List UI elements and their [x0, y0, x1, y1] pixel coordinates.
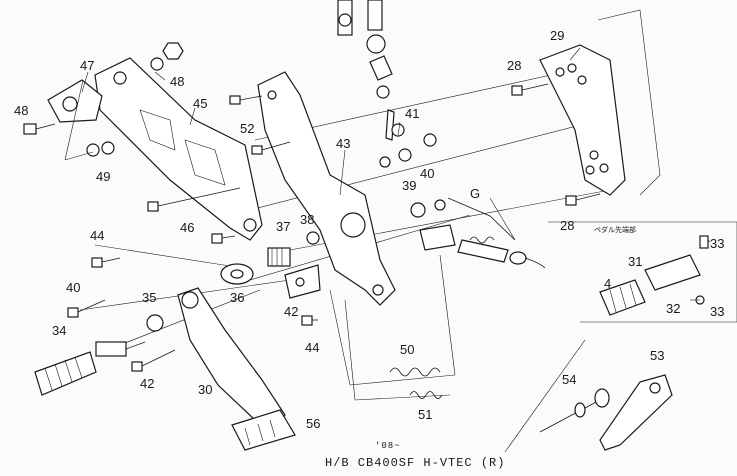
bolt-part-52: [229, 95, 263, 105]
bolt-part-44b: [301, 315, 318, 326]
label-49: 49: [96, 169, 110, 184]
label-51: 51: [418, 407, 432, 422]
label-31: 31: [628, 254, 642, 269]
spring-part-50: [389, 367, 441, 377]
label-38: 38: [300, 212, 314, 227]
label-53: 53: [650, 348, 664, 363]
spring-guide-lines: [329, 254, 456, 401]
caption-year: '08~: [375, 441, 401, 451]
pivot-part-39: [410, 199, 456, 251]
label-33a: 33: [710, 236, 724, 251]
label-42a: 42: [284, 304, 298, 319]
leader-lines: [64, 47, 711, 301]
label-40b: 40: [420, 166, 434, 181]
label-35: 35: [142, 290, 156, 305]
washer-part-38: [306, 231, 320, 245]
brake-pedal-part-30: [177, 287, 296, 451]
inset-note: ペダル先端部: [594, 225, 636, 234]
frame-plate-part-29: [539, 9, 661, 196]
label-43: 43: [336, 136, 350, 151]
label-44a: 44: [90, 228, 104, 243]
step-bracket-part-45: [94, 57, 263, 241]
label-30: 30: [198, 382, 212, 397]
label-28b: 28: [560, 218, 574, 233]
washer-part-49: [86, 141, 115, 157]
label-44b: 44: [305, 340, 319, 355]
label-G: G: [470, 186, 480, 201]
nut-part-48: [150, 42, 184, 71]
bolt-part-48: [23, 123, 56, 135]
label-48b: 48: [170, 74, 184, 89]
bushing-part-37: [267, 247, 291, 267]
pedal-tip-part-54: [539, 388, 610, 433]
label-34: 34: [52, 323, 66, 338]
shift-rod-linkage: [337, 0, 405, 141]
label-39: 39: [402, 178, 416, 193]
bolt-part-52b: [251, 141, 291, 155]
main-plate-part-43: [257, 71, 396, 306]
label-56: 56: [306, 416, 320, 431]
footpeg-part-34: [34, 341, 146, 396]
bolt-part-44: [91, 257, 121, 268]
spring-part-51: [409, 391, 443, 399]
label-42b: 42: [140, 376, 154, 391]
label-40a: 40: [66, 280, 80, 295]
label-37: 37: [276, 219, 290, 234]
label-41: 41: [405, 106, 419, 121]
bolt-part-28: [511, 83, 549, 96]
label-45: 45: [193, 96, 207, 111]
part-labels: 47 48 48 45 49 52 46 44 40 35 34 36 37 3…: [14, 28, 724, 431]
bolt-part-42: [131, 349, 176, 372]
bolt-part-46: [147, 187, 241, 212]
bolt-part-46b: [211, 233, 236, 244]
caption-model: H/B CB400SF H-VTEC (R): [325, 456, 505, 470]
label-47: 47: [80, 58, 94, 73]
label-54: 54: [562, 372, 576, 387]
collar-part-36: [220, 263, 254, 285]
label-28a: 28: [507, 58, 521, 73]
label-4: 4: [604, 276, 611, 291]
label-52: 52: [240, 121, 254, 136]
label-32: 32: [666, 301, 680, 316]
label-46: 46: [180, 220, 194, 235]
bolt-part-28b: [565, 193, 601, 206]
washers-part-41: [379, 133, 437, 168]
footpeg-holder-part-47: [47, 79, 103, 123]
label-33b: 33: [710, 304, 724, 319]
bolt-part-40: [67, 299, 106, 318]
pedal-tip-inset: [548, 221, 737, 323]
diagram-caption: '08~ H/B CB400SF H-VTEC (R): [325, 441, 505, 470]
stop-switch-part-G: [447, 197, 546, 269]
washer-part-35: [146, 314, 164, 332]
label-48a: 48: [14, 103, 28, 118]
pedal-tip-part-53: [504, 339, 673, 453]
label-50: 50: [400, 342, 414, 357]
label-36: 36: [230, 290, 244, 305]
label-29: 29: [550, 28, 564, 43]
switch-bracket-part-42: [284, 264, 321, 299]
